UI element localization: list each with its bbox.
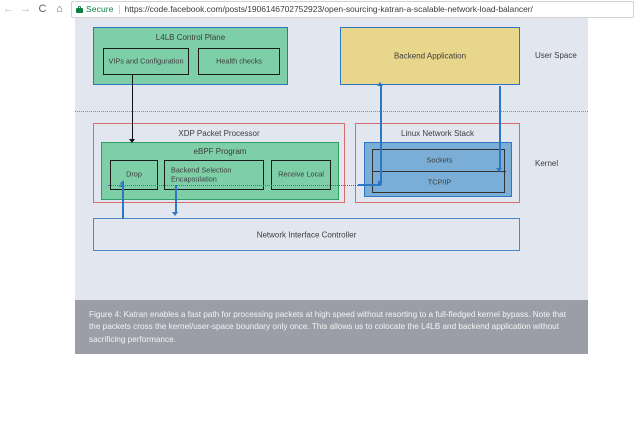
tcpip-box: TCP/IP [373,172,506,194]
stack-layers-box: Sockets TCP/IP [372,149,506,194]
arrowhead-sockets-to-backend [377,82,384,86]
omnibox-divider [118,4,120,14]
drop-label: Drop [126,169,142,179]
backend-selection-encapsulation-label: Backend Selection Encapsulation [171,165,232,183]
health-checks-label: Health checks [216,56,262,66]
backend-application-box: Backend Application [340,27,520,85]
connector-drop-to-nic [122,185,124,219]
linux-network-stack-title: Linux Network Stack [401,129,474,138]
arrowhead-encapsulation-to-nic [172,212,179,216]
figure-container: User Space Kernel L4LB Control Plane VIP… [75,18,588,354]
ebpf-program-box: eBPF Program Drop Backend Selection Enca… [101,142,339,200]
connector-receive-local-horizontal [358,184,381,186]
linux-network-stack-box: Linux Network Stack Sockets TCP/IP [355,123,520,203]
ebpf-program-title: eBPF Program [193,147,247,156]
backend-application-label: Backend Application [393,51,467,61]
back-arrow-icon[interactable]: ← [3,2,14,15]
lock-icon [76,5,83,13]
l4lb-control-plane-box: L4LB Control Plane VIPs and Configuratio… [93,27,288,85]
architecture-diagram: User Space Kernel L4LB Control Plane VIP… [75,18,588,300]
vips-and-configuration-label: VIPs and Configuration [108,56,184,66]
receive-local-label: Receive Local [278,169,324,179]
connector-encapsulation-to-nic [175,185,177,213]
l4lb-control-plane-title: L4LB Control Plane [155,33,226,42]
reload-icon[interactable]: C [38,2,47,15]
figure-caption-text: Figure 4: Katran enables a fast path for… [89,310,566,344]
browser-toolbar: ← → C ⌂ Secure https://code.facebook.com… [0,0,640,19]
user-kernel-boundary-line [75,111,588,112]
home-icon[interactable]: ⌂ [56,2,63,15]
xdp-packet-processor-box: XDP Packet Processor eBPF Program Drop B… [93,123,345,203]
arrowhead-vips-to-ebpf [129,139,136,143]
network-interface-controller-box: Network Interface Controller [93,218,520,251]
vips-and-configuration-box: VIPs and Configuration [103,48,189,75]
connector-backend-to-tcpip [499,86,501,169]
label-user-space: User Space [535,51,577,60]
arrowhead-backend-to-tcpip [496,168,503,172]
network-interface-controller-label: Network Interface Controller [256,229,357,239]
connector-vips-to-ebpf [132,74,134,140]
connector-sockets-to-backend [380,86,382,185]
figure-caption: Figure 4: Katran enables a fast path for… [75,300,588,354]
health-checks-box: Health checks [198,48,280,75]
network-stack-inner-box: Sockets TCP/IP [364,142,512,197]
sockets-label: Sockets [426,155,453,165]
forward-arrow-icon[interactable]: → [20,2,31,15]
connector-dotted-packet-path [108,185,358,186]
url-text: https://code.facebook.com/posts/19061467… [124,4,533,14]
tcpip-label: TCP/IP [427,177,452,187]
security-status-label: Secure [86,4,114,14]
sockets-box: Sockets [373,150,506,172]
label-kernel: Kernel [535,159,559,168]
address-bar[interactable]: Secure https://code.facebook.com/posts/1… [71,0,634,18]
page-content: User Space Kernel L4LB Control Plane VIP… [0,18,640,427]
arrowhead-drop-up [119,183,126,187]
xdp-packet-processor-title: XDP Packet Processor [178,129,260,138]
